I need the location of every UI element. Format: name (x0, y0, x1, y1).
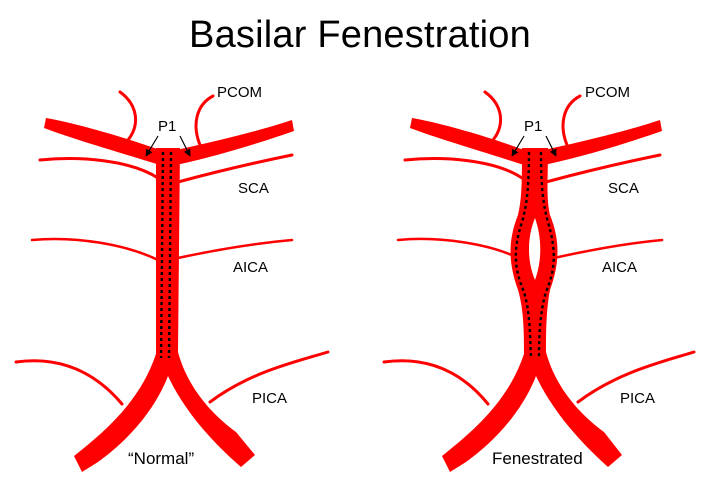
sca-right-vessel (544, 153, 662, 184)
aica-right-vessel (176, 238, 294, 260)
aica-left-vessel (396, 237, 520, 260)
p1-arrow-right (179, 135, 191, 157)
p1-left-vessel (44, 118, 160, 165)
panel-fenestrated: PCOM P1 SCA AICA PICA Fenestrated (382, 84, 696, 472)
basilar-artery (74, 148, 255, 472)
label-pica: PICA (620, 390, 655, 407)
label-aica: AICA (233, 259, 268, 276)
label-aica: AICA (602, 259, 637, 276)
sca-right-vessel (176, 153, 294, 184)
label-pica: PICA (252, 390, 287, 407)
dotted-line-right (167, 151, 173, 359)
page-title: Basilar Fenestration (189, 14, 531, 56)
pica-left-vessel (14, 359, 124, 406)
p1-right-vessel (544, 120, 662, 165)
pcom-right-vessel (194, 94, 215, 147)
label-pcom: PCOM (585, 84, 630, 101)
pica-right-vessel (208, 350, 330, 404)
label-p1: P1 (524, 118, 542, 135)
basilar-artery (442, 148, 622, 472)
label-sca: SCA (608, 180, 639, 197)
dotted-line-left (514, 151, 533, 359)
label-pcom: PCOM (217, 84, 262, 101)
panel-normal: PCOM P1 SCA AICA PICA “Normal” (14, 84, 330, 472)
aica-left-vessel (30, 237, 160, 262)
p1-arrow-right (545, 135, 557, 157)
p1-arrow-left (145, 135, 159, 157)
dotted-line-left (159, 151, 165, 359)
p1-arrow-left (511, 135, 525, 157)
aica-right-vessel (552, 238, 664, 260)
dotted-line-right (537, 151, 555, 359)
pica-right-vessel (576, 350, 696, 404)
label-sca: SCA (238, 180, 269, 197)
pcom-right-vessel (561, 94, 582, 147)
p1-right-vessel (176, 120, 294, 165)
pcom-left-vessel (118, 90, 137, 142)
label-p1: P1 (158, 118, 176, 135)
caption-fenestrated: Fenestrated (492, 449, 583, 468)
pcom-left-vessel (483, 90, 502, 142)
p1-left-vessel (410, 118, 524, 165)
caption-normal: “Normal” (128, 449, 194, 468)
sca-left-vessel (38, 157, 160, 180)
sca-left-vessel (403, 157, 524, 180)
pica-left-vessel (382, 359, 490, 406)
